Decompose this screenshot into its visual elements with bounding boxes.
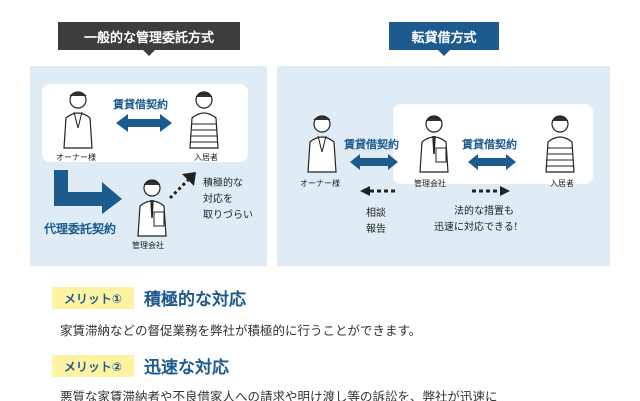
- left-double-arrow-icon: [116, 114, 172, 132]
- left-owner-label: オーナー様: [56, 153, 96, 162]
- tenant-illustration-icon: [186, 88, 222, 150]
- merit-1-text: 家賃滞納などの督促業務を弊社が積極的に行うことができます。: [60, 323, 422, 338]
- left-lease-contract-label: 賃貸借契約: [113, 98, 168, 111]
- right-tenant-label: 入居者: [550, 179, 574, 188]
- dotted-arrow-icon: [168, 172, 196, 200]
- merit-1-title: 積極的な対応: [144, 290, 246, 310]
- right-lease-contract-label-2: 賃貸借契約: [462, 138, 517, 151]
- agency-contract-label: 代理委託契約: [44, 222, 117, 236]
- right-owner-illustration-icon: [304, 112, 340, 174]
- left-tenant-label: 入居者: [194, 153, 218, 162]
- merit-2-badge: メリット②: [52, 355, 134, 377]
- left-note-line-1: 積極的な: [203, 178, 243, 189]
- right-owner-label: オーナー様: [300, 179, 340, 188]
- right-note-line-1: 法的な措置も: [454, 206, 514, 217]
- left-note-line-2: 対応を: [203, 194, 233, 205]
- tab-sublease: 転貸借方式: [389, 22, 499, 56]
- merit-2-title: 迅速な対応: [144, 358, 229, 378]
- report-dashed-arrow-icon: [360, 186, 398, 196]
- report-line-1: 相談: [366, 208, 386, 219]
- right-double-arrow-2-icon: [468, 154, 516, 170]
- right-tenant-illustration-icon: [542, 112, 578, 174]
- management-illustration-icon: [134, 176, 170, 238]
- left-management-label: 管理会社: [132, 241, 164, 250]
- merit-2-text: 悪質な家賃滞納者や不良借家人への請求や明け渡し等の訴訟を、弊社が迅速に: [60, 389, 498, 401]
- right-lease-contract-label-1: 賃貸借契約: [344, 138, 399, 151]
- right-double-arrow-1-icon: [350, 154, 398, 170]
- report-line-2: 報告: [366, 224, 386, 235]
- right-management-label: 管理会社: [414, 179, 446, 188]
- left-note-line-3: 取りづらい: [203, 210, 253, 221]
- right-management-illustration-icon: [416, 112, 452, 174]
- tab-general-management: 一般的な管理委託方式: [58, 22, 240, 56]
- merit-1-badge: メリット①: [52, 287, 134, 309]
- action-dashed-arrow-icon: [472, 186, 510, 196]
- right-note-line-2: 迅速に対応できる!: [434, 222, 518, 233]
- agency-l-arrow-icon: [54, 170, 122, 214]
- owner-illustration-icon: [60, 88, 96, 150]
